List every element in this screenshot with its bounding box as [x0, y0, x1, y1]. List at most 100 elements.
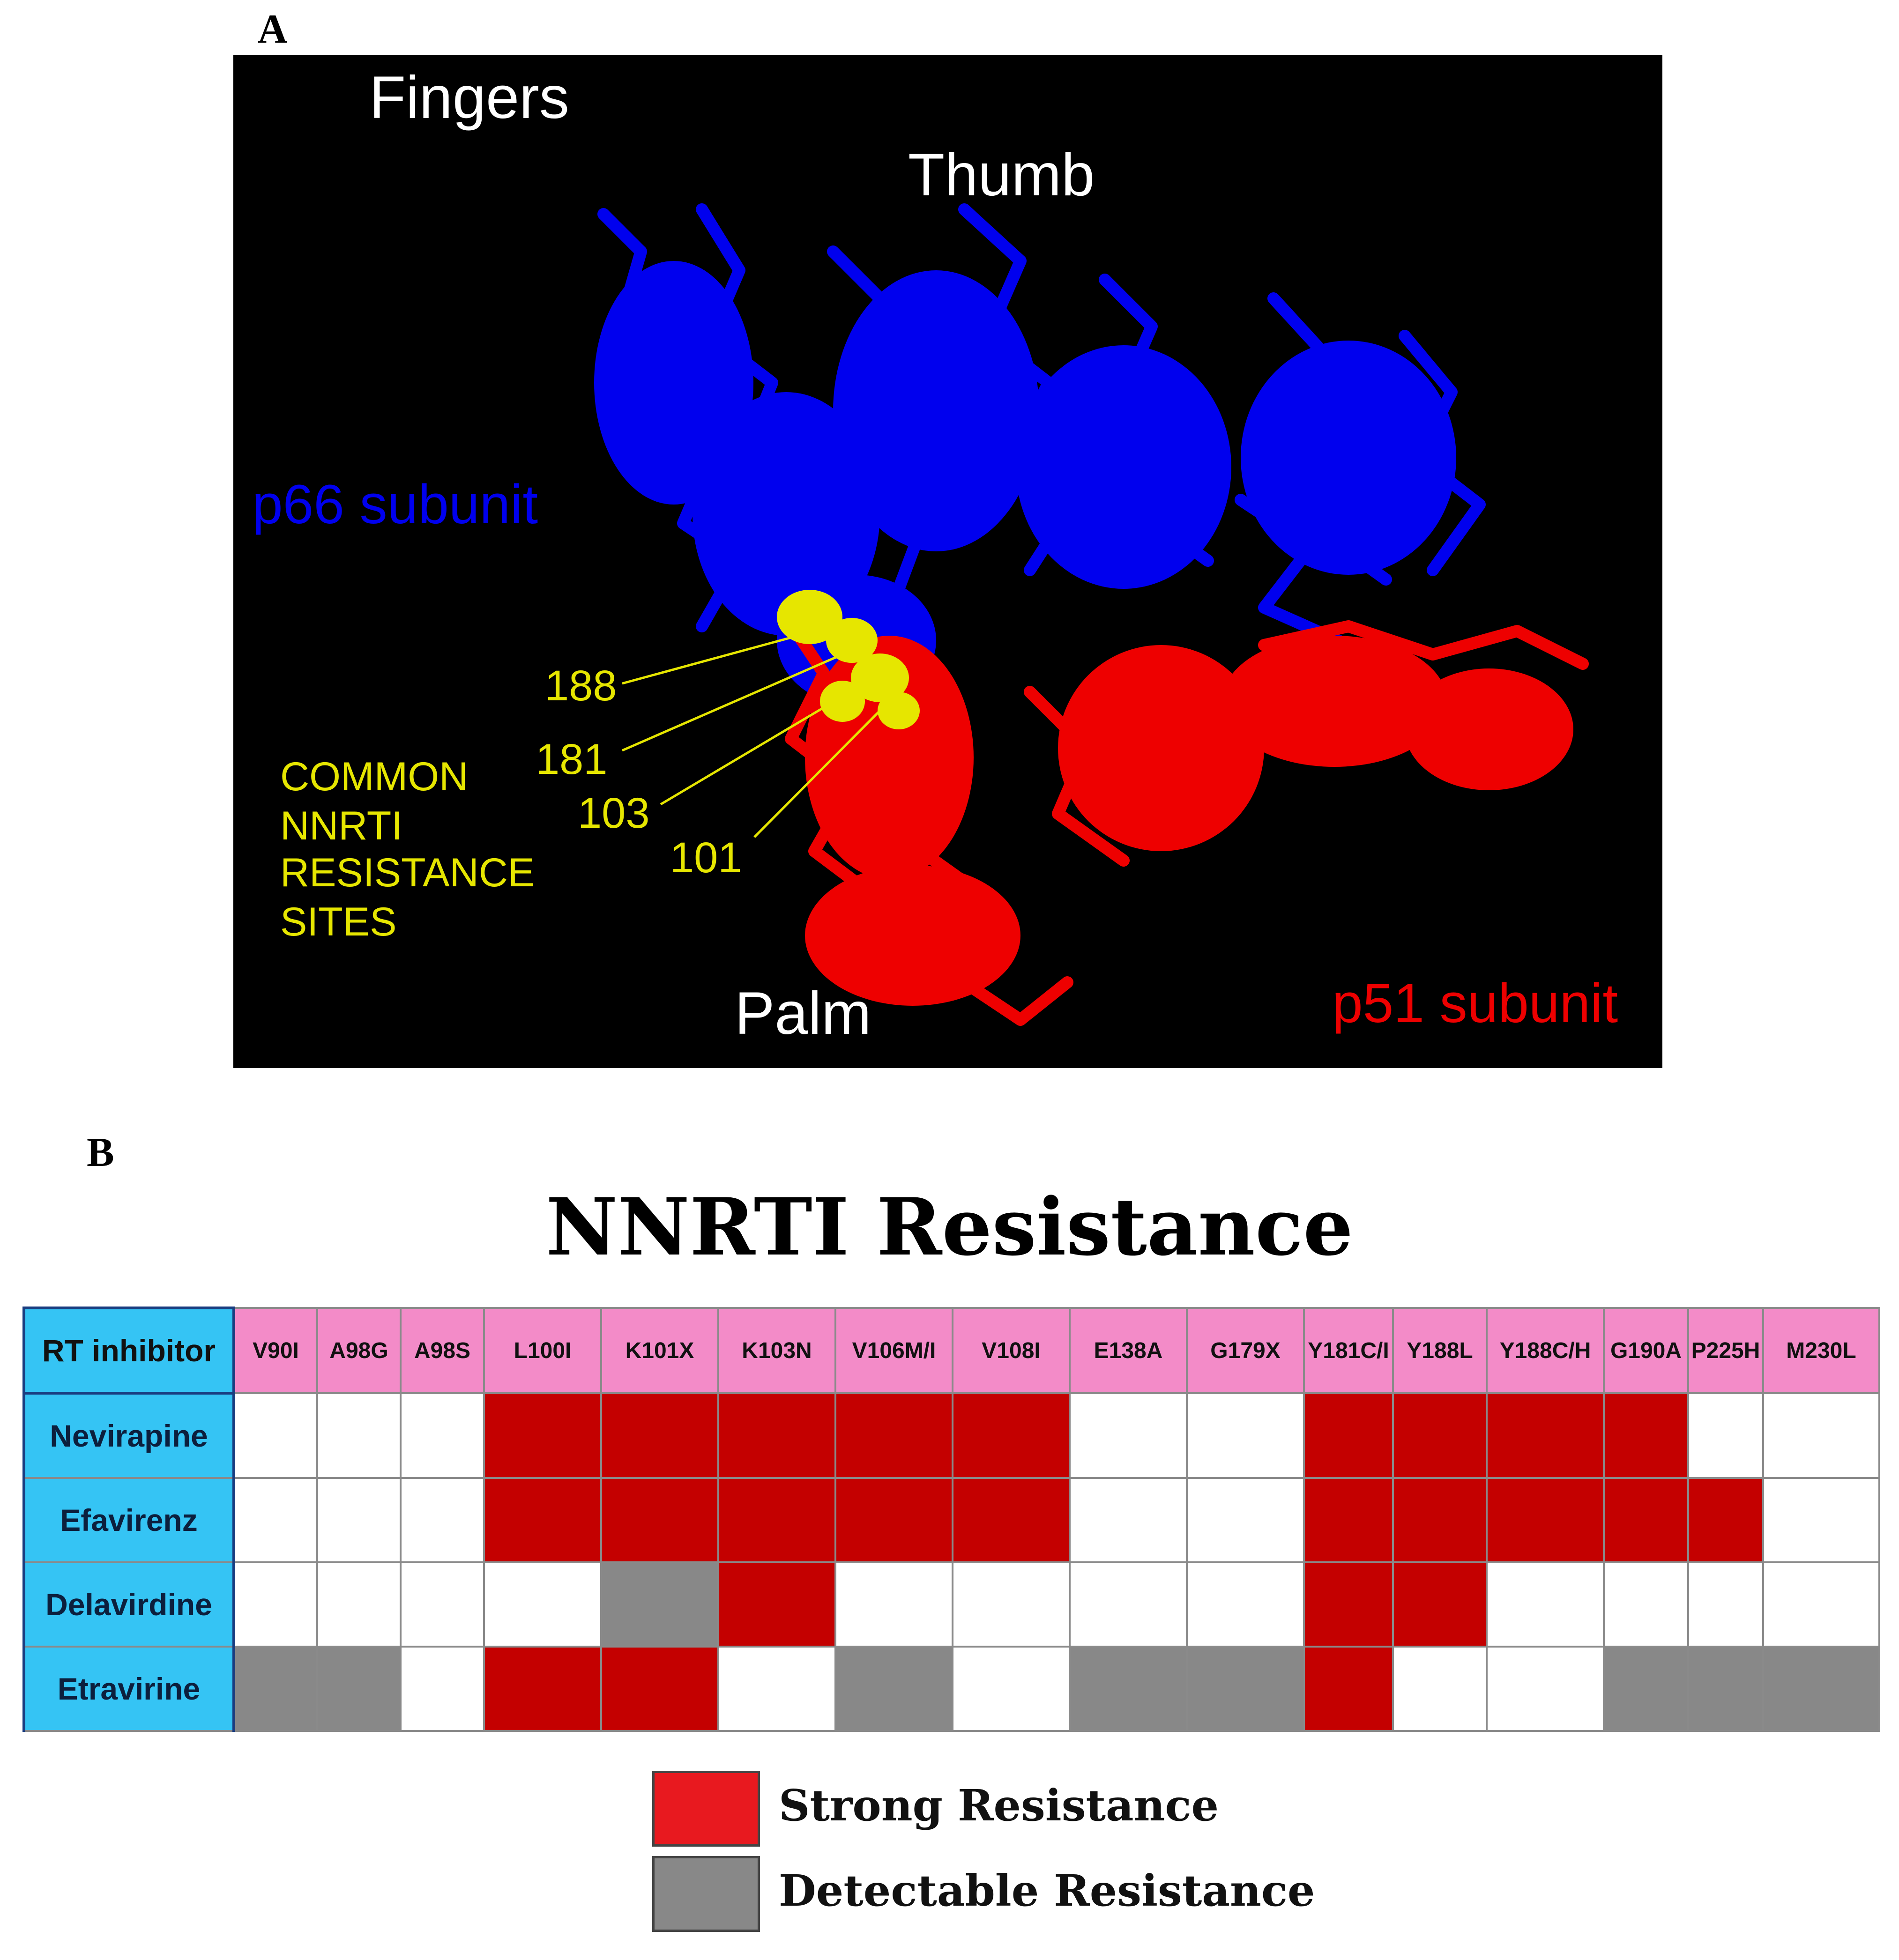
- resistance-cell-detect: [316, 1646, 402, 1732]
- drug-name: Etravirine: [22, 1646, 235, 1732]
- resistance-cell-strong: [1392, 1392, 1488, 1479]
- resistance-cell-detect: [1069, 1646, 1188, 1732]
- resistance-cell-none: [233, 1477, 318, 1563]
- resistance-cell-none: [233, 1392, 318, 1479]
- mutation-header: A98G: [316, 1307, 402, 1394]
- resistance-cell-none: [400, 1392, 485, 1479]
- resistance-cell-strong: [600, 1646, 719, 1732]
- resistance-cell-none: [483, 1561, 602, 1648]
- resistance-cell-none: [316, 1477, 402, 1563]
- drug-name: Efavirenz: [22, 1477, 235, 1563]
- resistance-cell-strong: [1303, 1392, 1394, 1479]
- resistance-cell-none: [1687, 1561, 1764, 1648]
- mutation-header: A98S: [400, 1307, 485, 1394]
- table-row: Efavirenz: [22, 1477, 1880, 1563]
- mutation-header: V106M/I: [834, 1307, 953, 1394]
- panel-a-label: A: [258, 7, 288, 52]
- table-row: Delavirdine: [22, 1561, 1880, 1648]
- sites-caption-line: SITES: [280, 899, 397, 944]
- resistance-cell-none: [952, 1646, 1071, 1732]
- resistance-cell-strong: [834, 1477, 953, 1563]
- rt-structure-image: Fingers Thumb Palm p66 subunit p51 subun…: [233, 55, 1662, 1068]
- table-row: Etravirine: [22, 1646, 1880, 1732]
- resistance-cell-none: [1392, 1646, 1488, 1732]
- resistance-cell-none: [400, 1646, 485, 1732]
- resistance-cell-none: [1687, 1392, 1764, 1479]
- site-number-101: 101: [670, 834, 742, 882]
- resistance-cell-detect: [1687, 1646, 1764, 1732]
- rt-protein-ribbon: Fingers Thumb Palm p66 subunit p51 subun…: [252, 64, 1618, 1047]
- corner-header: RT inhibitor: [22, 1307, 235, 1395]
- resistance-cell-none: [1603, 1561, 1689, 1648]
- resistance-cell-detect: [834, 1646, 953, 1732]
- mutation-header: Y181C/I: [1303, 1307, 1394, 1394]
- resistance-cell-none: [1069, 1392, 1188, 1479]
- drug-name: Delavirdine: [22, 1561, 235, 1648]
- resistance-cell-strong: [717, 1561, 836, 1648]
- resistance-cell-strong: [600, 1477, 719, 1563]
- mutation-header: Y188C/H: [1486, 1307, 1605, 1394]
- p66-subunit-label: p66 subunit: [252, 474, 538, 535]
- resistance-cell-none: [316, 1392, 402, 1479]
- p51-ribbon: [780, 611, 1589, 1026]
- resistance-cell-none: [1486, 1561, 1605, 1648]
- sites-caption-line: RESISTANCE: [280, 850, 535, 895]
- resistance-cell-strong: [952, 1477, 1071, 1563]
- legend-label-strong: Strong Resistance: [779, 1780, 1219, 1831]
- resistance-cell-strong: [1486, 1477, 1605, 1563]
- resistance-cell-none: [316, 1561, 402, 1648]
- resistance-cell-strong: [717, 1477, 836, 1563]
- mutation-header: E138A: [1069, 1307, 1188, 1394]
- resistance-cell-none: [717, 1646, 836, 1732]
- site-number-188: 188: [545, 662, 617, 710]
- resistance-cell-detect: [1762, 1646, 1880, 1732]
- site-number-103: 103: [578, 789, 650, 837]
- panel-b-label: B: [87, 1130, 114, 1175]
- resistance-site-residues: [777, 590, 920, 729]
- resistance-cell-strong: [1603, 1477, 1689, 1563]
- mutation-header: V90I: [233, 1307, 318, 1394]
- resistance-cell-strong: [1303, 1561, 1394, 1648]
- mutation-header: Y188L: [1392, 1307, 1488, 1394]
- p51-subunit-label: p51 subunit: [1332, 973, 1618, 1034]
- resistance-cell-none: [400, 1477, 485, 1563]
- resistance-cell-detect: [600, 1561, 719, 1648]
- resistance-cell-strong: [834, 1392, 953, 1479]
- mutation-header: K103N: [717, 1307, 836, 1394]
- palm-label: Palm: [735, 980, 871, 1047]
- resistance-cell-none: [1186, 1392, 1305, 1479]
- resistance-cell-strong: [1392, 1477, 1488, 1563]
- resistance-cell-strong: [952, 1392, 1071, 1479]
- site-number-181: 181: [536, 735, 608, 783]
- resistance-cell-strong: [1687, 1477, 1764, 1563]
- resistance-cell-strong: [1486, 1392, 1605, 1479]
- legend-swatch-strong: [652, 1771, 760, 1847]
- resistance-cell-none: [1762, 1477, 1880, 1563]
- resistance-cell-none: [1069, 1561, 1188, 1648]
- resistance-cell-none: [1486, 1646, 1605, 1732]
- mutation-header: P225H: [1687, 1307, 1764, 1394]
- mutation-header: G179X: [1186, 1307, 1305, 1394]
- resistance-cell-none: [1762, 1561, 1880, 1648]
- legend-label-detectable: Detectable Resistance: [779, 1865, 1315, 1916]
- resistance-cell-strong: [600, 1392, 719, 1479]
- resistance-cell-none: [834, 1561, 953, 1648]
- mutation-header: L100I: [483, 1307, 602, 1394]
- resistance-cell-strong: [717, 1392, 836, 1479]
- resistance-cell-none: [233, 1561, 318, 1648]
- sites-caption-line: COMMON: [280, 754, 468, 799]
- resistance-cell-none: [1762, 1392, 1880, 1479]
- resistance-cell-strong: [483, 1392, 602, 1479]
- thumb-label: Thumb: [908, 141, 1095, 208]
- mutation-header: M230L: [1762, 1307, 1880, 1394]
- mutation-header: V108I: [952, 1307, 1071, 1394]
- resistance-cell-none: [1186, 1477, 1305, 1563]
- mutation-header: K101X: [600, 1307, 719, 1394]
- resistance-cell-detect: [233, 1646, 318, 1732]
- resistance-cell-detect: [1603, 1646, 1689, 1732]
- resistance-cell-none: [1186, 1561, 1305, 1648]
- resistance-cell-none: [400, 1561, 485, 1648]
